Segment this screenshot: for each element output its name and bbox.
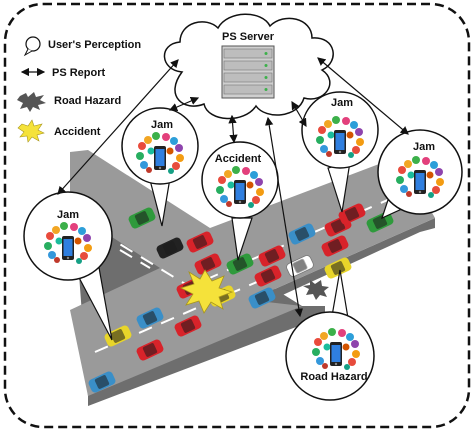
legend-hazard: Road Hazard: [17, 92, 121, 112]
bubble-label-jam-right: Jam: [413, 141, 435, 153]
report-arrow: [168, 96, 200, 112]
hazard-burst-icon: [17, 92, 46, 112]
legend-hazard-label: Road Hazard: [54, 95, 121, 107]
bubble-jam-right: [377, 129, 463, 215]
report-arrow: [57, 59, 179, 195]
road-marking: [99, 231, 196, 291]
bubble-jam-left: [23, 191, 113, 281]
hazard-burst-icon: [303, 280, 329, 300]
bubble-label-jam-left: Jam: [57, 209, 79, 221]
accident-burst-icon: [179, 269, 234, 314]
legend-perception-label: User's Perception: [48, 39, 141, 51]
legend: User's Perception PS Report Road Hazard …: [17, 36, 141, 143]
server-label: PS Server: [222, 31, 275, 43]
accident-burst-icon: [17, 119, 45, 143]
legend-report: PS Report: [20, 67, 106, 79]
legend-accident: Accident: [17, 119, 101, 143]
bubble-label-road-hazard: Road Hazard: [300, 371, 367, 383]
report-arrow: [265, 116, 303, 318]
legend-accident-label: Accident: [54, 126, 101, 138]
legend-report-label: PS Report: [52, 67, 106, 79]
server-icon: [221, 45, 275, 99]
report-arrow: [228, 114, 238, 144]
bubble-label-accident: Accident: [215, 153, 262, 165]
bubble-label-jam-center-right: Jam: [331, 97, 353, 109]
report-arrow: [317, 57, 409, 135]
report-arrow: [291, 100, 307, 128]
legend-perception: User's Perception: [23, 36, 141, 57]
bubble-label-jam-upper-left: Jam: [151, 119, 173, 131]
bubble-road-hazard: [285, 311, 375, 401]
